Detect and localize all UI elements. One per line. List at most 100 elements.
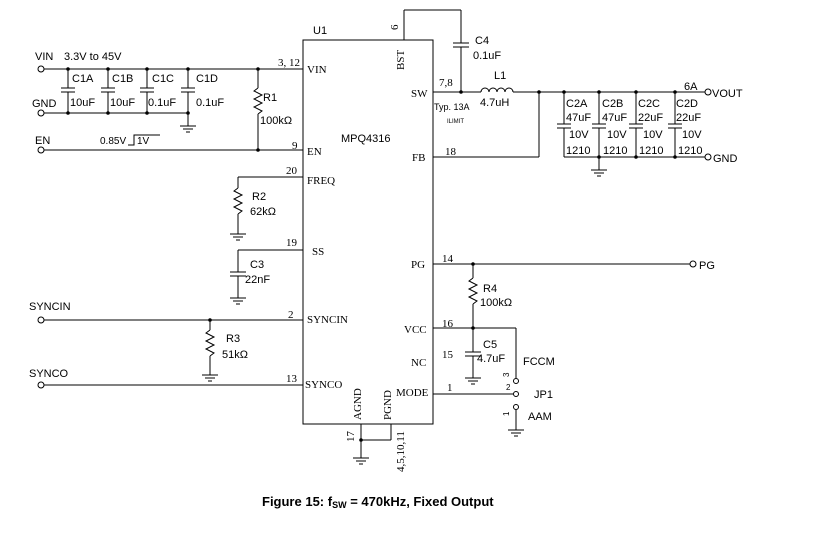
gnd-in-terminal[interactable] bbox=[37, 109, 45, 117]
pin-fb-num: 18 bbox=[445, 146, 457, 158]
c3-ref: C3 bbox=[250, 259, 264, 271]
c2b-ref: C2B bbox=[602, 98, 623, 110]
c2b-size: 1210 bbox=[603, 145, 627, 157]
vin-terminal[interactable] bbox=[37, 65, 45, 73]
pin-pgnd-name: PGND bbox=[382, 390, 394, 420]
en-step: 1V bbox=[137, 136, 150, 147]
c4-ref: C4 bbox=[475, 35, 489, 47]
vin-range: 3.3V to 45V bbox=[64, 51, 122, 63]
pin-pg-name: PG bbox=[411, 259, 425, 271]
pin-agnd-name: AGND bbox=[352, 388, 364, 420]
pin-ss-name: SS bbox=[312, 246, 324, 258]
vout-terminal[interactable] bbox=[704, 88, 712, 96]
c2d-voltage: 10V bbox=[682, 129, 702, 141]
figure-caption: Figure 15: fSW = 470kHz, Fixed Output bbox=[262, 494, 494, 510]
vin-label: VIN bbox=[35, 51, 53, 63]
pin-sw-name: SW bbox=[411, 88, 428, 100]
synco-terminal[interactable] bbox=[37, 381, 45, 389]
c2a-voltage: 10V bbox=[569, 129, 589, 141]
gnd-out-label: GND bbox=[713, 153, 738, 165]
r3-value: 51kΩ bbox=[222, 349, 248, 361]
pin-syncin-name: SYNCIN bbox=[307, 314, 348, 326]
pin-bst-name: BST bbox=[395, 50, 407, 70]
syncin-terminal[interactable] bbox=[37, 316, 45, 324]
c2a-ref: C2A bbox=[566, 98, 588, 110]
c2b-value: 47uF bbox=[602, 112, 627, 124]
c1b-value: 10uF bbox=[110, 97, 135, 109]
r4-value: 100kΩ bbox=[480, 297, 512, 309]
pin-synco-num: 13 bbox=[286, 373, 298, 385]
pin-syncin-num: 2 bbox=[288, 309, 294, 321]
pin-nc-num: 15 bbox=[442, 349, 454, 361]
c1a-value: 10uF bbox=[70, 97, 95, 109]
r1-ref: R1 bbox=[263, 92, 277, 104]
pin-vcc-name: VCC bbox=[404, 324, 427, 336]
jp1-ref: JP1 bbox=[534, 389, 553, 401]
c1c-value: 0.1uF bbox=[148, 97, 176, 109]
r2-ref: R2 bbox=[252, 191, 266, 203]
c2a-value: 47uF bbox=[566, 112, 591, 124]
ic-part: MPQ4316 bbox=[341, 133, 391, 145]
pin-vcc-num: 16 bbox=[442, 318, 454, 330]
pin-agnd-num: 17 bbox=[345, 431, 357, 443]
c4-value: 0.1uF bbox=[473, 50, 501, 62]
c2c-ref: C2C bbox=[638, 98, 660, 110]
pg-label: PG bbox=[699, 260, 715, 272]
pin-vin-num: 3, 12 bbox=[278, 57, 300, 69]
c5-value: 4.7uF bbox=[477, 353, 505, 365]
pin-mode-name: MODE bbox=[396, 387, 429, 399]
pin-en-name: EN bbox=[307, 146, 322, 158]
gnd-in-label: GND bbox=[32, 98, 57, 110]
vout-current: 6A bbox=[684, 81, 698, 93]
c5-ref: C5 bbox=[483, 339, 497, 351]
ic-body bbox=[302, 39, 434, 425]
jp1-pin2[interactable] bbox=[513, 391, 519, 397]
c1b-ref: C1B bbox=[112, 73, 133, 85]
en-label: EN bbox=[35, 135, 50, 147]
jp1-aam: AAM bbox=[528, 411, 552, 423]
c3-value: 22nF bbox=[245, 274, 270, 286]
pin-freq-num: 20 bbox=[286, 165, 298, 177]
r4-ref: R4 bbox=[483, 283, 497, 295]
l1-value: 4.7uH bbox=[480, 97, 509, 109]
r2-resistor bbox=[232, 187, 244, 215]
vout-label: VOUT bbox=[712, 88, 743, 100]
pin-fb-name: FB bbox=[412, 152, 425, 164]
c2d-ref: C2D bbox=[676, 98, 698, 110]
c1d-value: 0.1uF bbox=[196, 97, 224, 109]
jp1-pin3-num: 3 bbox=[502, 372, 511, 377]
pin-ss-num: 19 bbox=[286, 237, 298, 249]
jp1-pin2-num: 2 bbox=[506, 383, 511, 392]
ilimit-label: Typ. 13A bbox=[434, 102, 470, 112]
pin-nc-name: NC bbox=[411, 357, 426, 369]
c2d-size: 1210 bbox=[678, 145, 702, 157]
c2b-voltage: 10V bbox=[607, 129, 627, 141]
synco-label: SYNCO bbox=[29, 368, 69, 380]
pin-synco-name: SYNCO bbox=[305, 379, 342, 391]
c1c-ref: C1C bbox=[152, 73, 174, 85]
c2c-value: 22uF bbox=[638, 112, 663, 124]
en-terminal[interactable] bbox=[37, 146, 45, 154]
r1-resistor bbox=[252, 87, 264, 115]
c2c-size: 1210 bbox=[639, 145, 663, 157]
r2-value: 62kΩ bbox=[250, 206, 276, 218]
en-step-waveform bbox=[128, 134, 160, 146]
r4-resistor bbox=[467, 277, 479, 305]
pin-pgnd-num: 4,5,10,11 bbox=[395, 431, 407, 472]
c1d-ref: C1D bbox=[196, 73, 218, 85]
c1a-ref: C1A bbox=[72, 73, 94, 85]
pin-mode-num: 1 bbox=[447, 382, 453, 394]
syncin-label: SYNCIN bbox=[29, 301, 71, 313]
jp1-fccm: FCCM bbox=[523, 356, 555, 368]
pin-sw-num: 7,8 bbox=[439, 77, 453, 89]
gnd-out-terminal[interactable] bbox=[704, 153, 712, 161]
jp1-pin3[interactable] bbox=[513, 378, 519, 384]
l1-ref: L1 bbox=[494, 70, 506, 82]
pin-freq-name: FREQ bbox=[307, 175, 335, 187]
r3-ref: R3 bbox=[226, 333, 240, 345]
c2c-voltage: 10V bbox=[643, 129, 663, 141]
ilimit-sub: ILIMIT bbox=[447, 119, 464, 125]
pg-terminal[interactable] bbox=[689, 260, 697, 268]
c2d-value: 22uF bbox=[676, 112, 701, 124]
jp1-pin1[interactable] bbox=[513, 404, 519, 410]
